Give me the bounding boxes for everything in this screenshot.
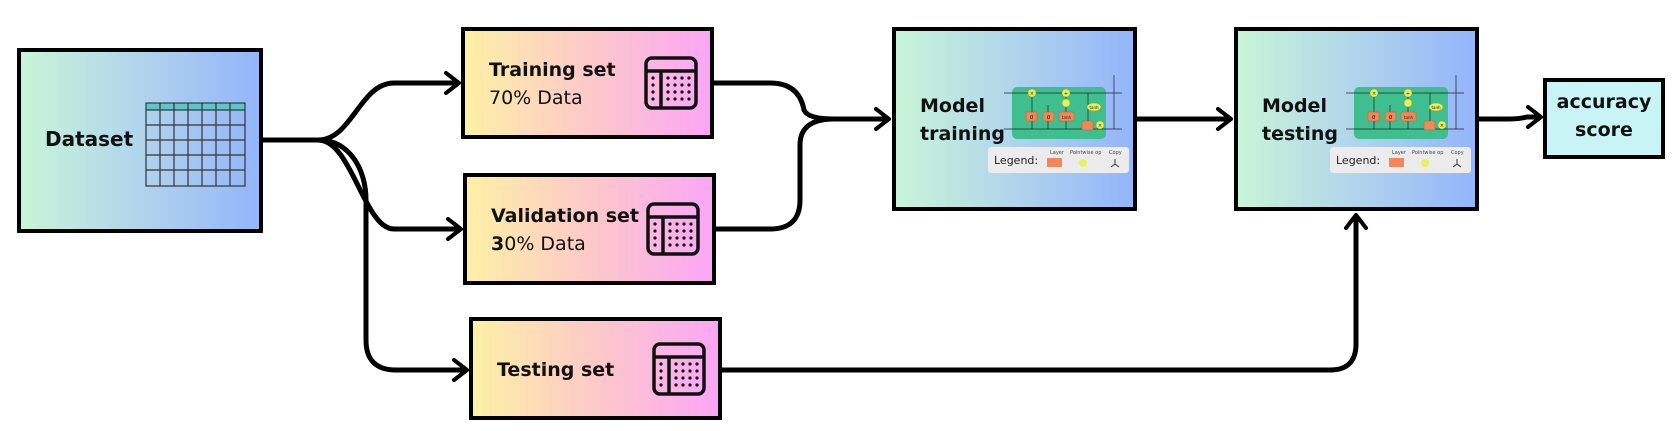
- op-times-1: ×: [1372, 91, 1376, 97]
- legend-label: Legend:: [1336, 154, 1381, 167]
- dataset-node: Dataset: [17, 48, 263, 233]
- arrowhead-model-training: [874, 107, 891, 131]
- legend: Legend: Layer Pointwise op Copy: [988, 147, 1129, 173]
- model-testing-line1: Model: [1262, 95, 1327, 117]
- arrowhead-accuracy: [1526, 105, 1543, 129]
- arrow-validation-to-model: [713, 116, 837, 232]
- arrow-dataset-to-training: [259, 80, 459, 143]
- copy-icon: [1452, 159, 1462, 168]
- arrowhead-training: [444, 71, 461, 95]
- op-times-2: ×: [1098, 123, 1102, 129]
- testing-set-node: Testing set: [469, 317, 722, 420]
- op-tanh-2: tanh: [1089, 105, 1099, 110]
- pointwise-swatch: [1079, 159, 1087, 167]
- arrowhead-validation: [446, 217, 463, 241]
- validation-set-node: Validation set 30% Data: [463, 173, 716, 285]
- model-training-node: Model training σ σ: [892, 27, 1137, 211]
- training-set-node: Training set 70% Data: [461, 27, 714, 139]
- model-training-line1: Model: [920, 95, 985, 117]
- op-tanh-1: tanh: [1404, 115, 1414, 120]
- legend-item-pointwise: Pointwise op: [1412, 150, 1444, 156]
- spreadsheet-icon: [646, 202, 700, 256]
- legend-item-layer: Layer: [1050, 150, 1064, 156]
- lstm-cell-diagram: σ σ tanh tanh × + ×: [1346, 75, 1464, 139]
- op-sigma-1: σ: [1030, 114, 1034, 121]
- training-set-title: Training set: [489, 59, 616, 81]
- arrow-dataset-to-testing: [315, 137, 467, 373]
- arrowhead-model-testing: [1216, 107, 1233, 131]
- table-icon: [145, 102, 246, 187]
- layer-swatch: [1389, 158, 1404, 167]
- accuracy-score-node: accuracy score: [1543, 78, 1665, 159]
- spreadsheet-icon: [652, 342, 706, 396]
- validation-set-title: Validation set: [491, 205, 640, 227]
- op-sigma-2: σ: [1047, 114, 1051, 121]
- validation-subtitle-bold: 3: [491, 233, 505, 255]
- training-set-subtitle: 70% Data: [489, 87, 583, 109]
- spreadsheet-icon: [644, 56, 698, 110]
- legend-item-pointwise: Pointwise op: [1070, 150, 1102, 156]
- legend-item-copy: Copy: [1451, 150, 1464, 156]
- op-times-2: ×: [1440, 123, 1444, 129]
- op-plus: +: [1064, 91, 1068, 97]
- pointwise-swatch: [1421, 159, 1429, 167]
- validation-subtitle-rest: 0% Data: [504, 233, 586, 255]
- legend: Legend: Layer Pointwise op Copy: [1330, 147, 1471, 173]
- arrow-training-to-model: [711, 80, 891, 122]
- op-tanh-2: tanh: [1431, 105, 1441, 110]
- accuracy-line2: score: [1575, 119, 1633, 141]
- arrow-testing-set-to-model-testing: [719, 215, 1359, 373]
- arrowhead-to-model-testing-bottom: [1344, 213, 1368, 230]
- op-sigma-2: σ: [1389, 114, 1393, 121]
- arrow-dataset-to-validation: [315, 137, 461, 232]
- lstm-cell-diagram: σ σ tanh tanh × + ×: [1004, 75, 1122, 139]
- legend-item-copy: Copy: [1109, 150, 1122, 156]
- copy-icon: [1110, 159, 1120, 168]
- op-plus: +: [1406, 91, 1410, 97]
- model-training-line2: training: [920, 123, 1005, 145]
- model-testing-node: Model testing σ σ: [1234, 27, 1479, 211]
- testing-set-title: Testing set: [497, 359, 615, 381]
- dataset-label: Dataset: [45, 127, 134, 151]
- accuracy-line1: accuracy: [1556, 91, 1652, 113]
- op-sigma-1: σ: [1372, 114, 1376, 121]
- op-times-1: ×: [1030, 91, 1034, 97]
- legend-label: Legend:: [994, 154, 1039, 167]
- arrow-model-testing-to-accuracy: [1475, 114, 1541, 122]
- arrowhead-testing: [452, 358, 469, 382]
- validation-set-subtitle: 30% Data: [491, 233, 586, 255]
- layer-swatch: [1047, 158, 1062, 167]
- legend-item-layer: Layer: [1392, 150, 1406, 156]
- op-tanh-1: tanh: [1062, 115, 1072, 120]
- model-testing-line2: testing: [1262, 123, 1338, 145]
